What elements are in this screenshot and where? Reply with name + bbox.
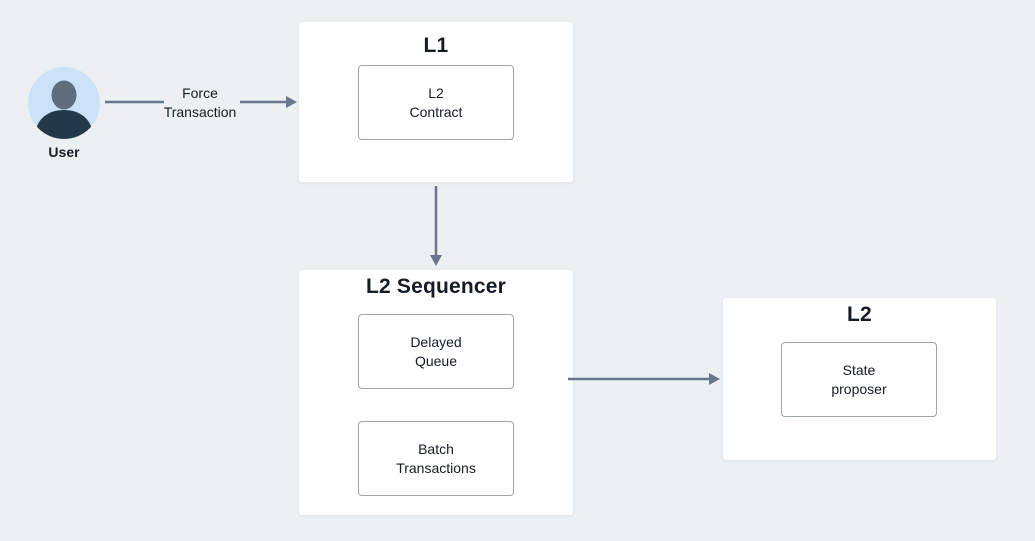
l2-contract-label: L2 Contract: [409, 84, 463, 120]
edge-l1-to-sequencer-arrow: [430, 186, 442, 266]
l2-sequencer-panel-title: L2 Sequencer: [365, 275, 507, 298]
l1-panel-title: L1: [423, 34, 449, 57]
edge-sequencer-to-l2-arrow: [568, 373, 720, 385]
l2-sequencer-panel: L2 Sequencer Delayed Queue Batch Transac…: [299, 270, 573, 515]
l2-contract-box: L2 Contract: [358, 65, 514, 140]
batch-transactions-label: Batch Transactions: [396, 440, 476, 476]
l2-panel-title: L2: [847, 303, 872, 326]
l2-panel: L2 State proposer: [723, 298, 996, 460]
delayed-queue-box: Delayed Queue: [358, 314, 514, 389]
batch-transactions-box: Batch Transactions: [358, 421, 514, 496]
edge-label-force-transaction: Force Transaction: [163, 85, 237, 120]
delayed-queue-label: Delayed Queue: [410, 333, 462, 369]
user-label: User: [48, 144, 80, 160]
state-proposer-box: State proposer: [781, 342, 937, 417]
l1-panel: L1 L2 Contract: [299, 22, 573, 182]
user-avatar-icon: [28, 67, 100, 139]
state-proposer-label: State proposer: [831, 361, 887, 397]
